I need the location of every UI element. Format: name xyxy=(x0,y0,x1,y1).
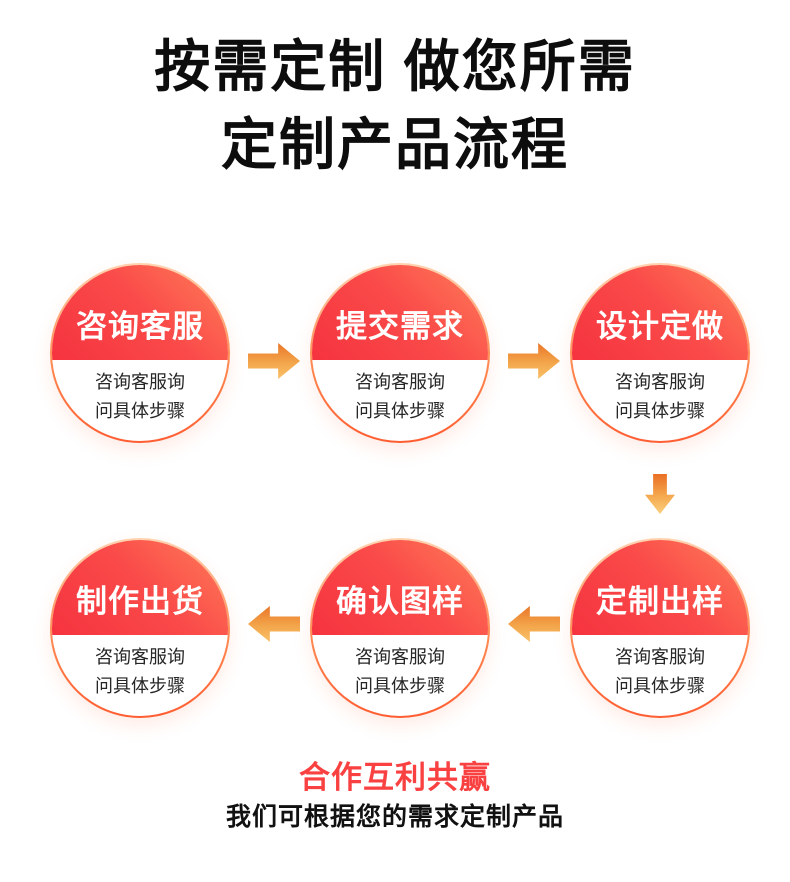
step-desc-line2: 问具体步骤 xyxy=(355,676,445,696)
step-circle-inner: 定制出样 咨询客服询 问具体步骤 xyxy=(572,540,748,716)
step-circle-design: 设计定做 咨询客服询 问具体步骤 xyxy=(570,263,750,443)
step-circle-inner: 提交需求 咨询客服询 问具体步骤 xyxy=(312,265,488,441)
arrow-down-icon xyxy=(645,474,675,514)
step-header: 制作出货 xyxy=(52,540,228,635)
step-desc-line1: 咨询客服询 xyxy=(95,372,185,392)
step-desc-line2: 问具体步骤 xyxy=(95,401,185,421)
step-title: 设计定做 xyxy=(596,309,724,344)
arrow-right-icon xyxy=(248,343,300,379)
step-desc-line1: 咨询客服询 xyxy=(355,647,445,667)
step-title: 定制出样 xyxy=(596,584,724,619)
step-circle-ship: 制作出货 咨询客服询 问具体步骤 xyxy=(50,538,230,718)
step-desc-line1: 咨询客服询 xyxy=(615,372,705,392)
step-body: 咨询客服询 问具体步骤 xyxy=(312,635,488,716)
step-circle-confirm: 确认图样 咨询客服询 问具体步骤 xyxy=(310,538,490,718)
step-circle-inner: 确认图样 咨询客服询 问具体步骤 xyxy=(312,540,488,716)
step-body: 咨询客服询 问具体步骤 xyxy=(572,360,748,441)
step-title: 制作出货 xyxy=(76,584,204,619)
step-circle-inner: 咨询客服 咨询客服询 问具体步骤 xyxy=(52,265,228,441)
step-desc-line2: 问具体步骤 xyxy=(615,676,705,696)
step-desc-line1: 咨询客服询 xyxy=(615,647,705,667)
step-circle-inner: 制作出货 咨询客服询 问具体步骤 xyxy=(52,540,228,716)
page-title-line2: 定制产品流程 xyxy=(221,113,569,176)
step-circle-submit: 提交需求 咨询客服询 问具体步骤 xyxy=(310,263,490,443)
arrow-right-icon xyxy=(508,343,560,379)
step-desc-line1: 咨询客服询 xyxy=(355,372,445,392)
step-header: 设计定做 xyxy=(572,265,748,360)
page-title-line1: 按需定制 做您所需 xyxy=(154,35,636,98)
step-circle-inner: 设计定做 咨询客服询 问具体步骤 xyxy=(572,265,748,441)
step-header: 定制出样 xyxy=(572,540,748,635)
step-header: 提交需求 xyxy=(312,265,488,360)
arrow-left-icon xyxy=(508,606,560,642)
step-header: 确认图样 xyxy=(312,540,488,635)
footer-slogan: 合作互利共赢 xyxy=(299,760,491,795)
step-desc-line1: 咨询客服询 xyxy=(95,647,185,667)
footer-subtitle: 我们可根据您的需求定制产品 xyxy=(225,803,564,831)
arrow-left-icon xyxy=(248,606,300,642)
step-body: 咨询客服询 问具体步骤 xyxy=(52,635,228,716)
step-title: 提交需求 xyxy=(336,309,464,344)
step-header: 咨询客服 xyxy=(52,265,228,360)
step-desc-line2: 问具体步骤 xyxy=(355,401,445,421)
step-body: 咨询客服询 问具体步骤 xyxy=(52,360,228,441)
step-circle-sample: 定制出样 咨询客服询 问具体步骤 xyxy=(570,538,750,718)
step-title: 咨询客服 xyxy=(76,309,204,344)
step-desc-line2: 问具体步骤 xyxy=(95,676,185,696)
step-circle-consult: 咨询客服 咨询客服询 问具体步骤 xyxy=(50,263,230,443)
step-desc-line2: 问具体步骤 xyxy=(615,401,705,421)
step-title: 确认图样 xyxy=(336,584,464,619)
step-body: 咨询客服询 问具体步骤 xyxy=(312,360,488,441)
step-body: 咨询客服询 问具体步骤 xyxy=(572,635,748,716)
